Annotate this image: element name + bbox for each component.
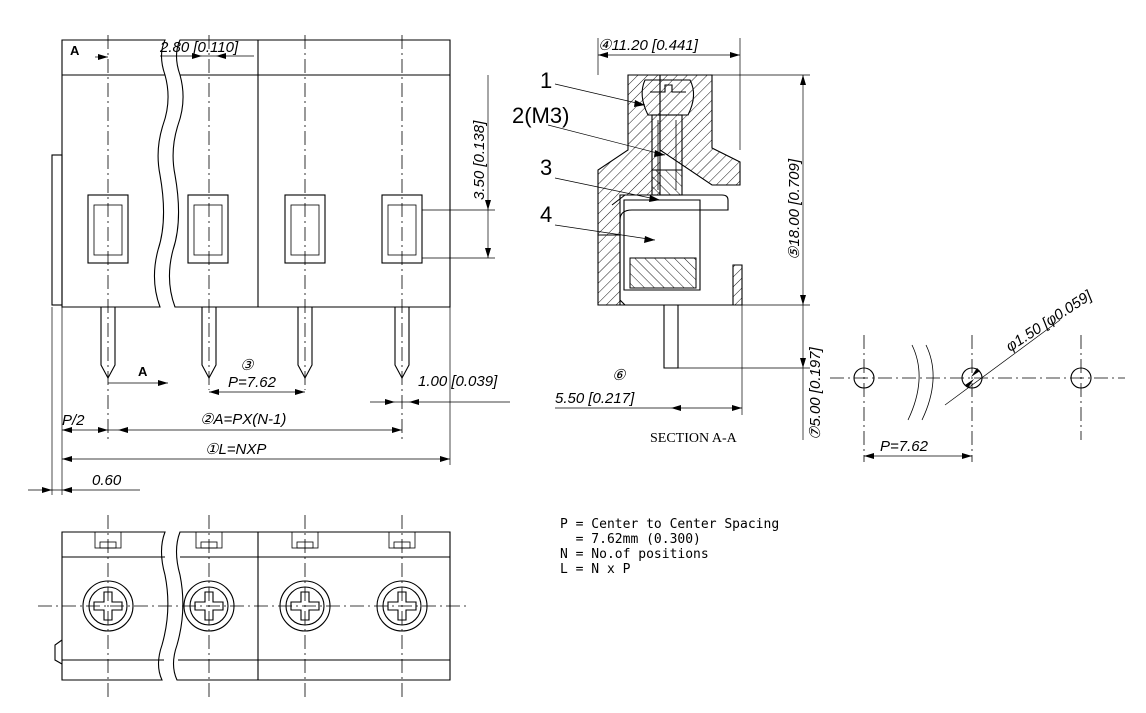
dim-pitch-circle: ③ (240, 357, 255, 374)
dim-height-top: 3.50 [0.138] (471, 120, 488, 200)
note-line-3: N = No.of positions (560, 547, 709, 562)
dim-pin-length: ⑦5.00 [0.197] (807, 346, 824, 440)
front-view: A A 2.80 [0.110] 3.50 [0.138] ③ P=7.62 1… (28, 35, 510, 495)
part-label-2: 2(M3) (512, 103, 569, 128)
dim-a-formula: ②A=PX(N-1) (200, 411, 286, 428)
dim-half-pitch: P/2 (62, 412, 85, 429)
dim-hole-pitch: P=7.62 (880, 438, 929, 455)
dim-pin-thickness: 1.00 [0.039] (418, 373, 498, 390)
dim-hole: φ1.50 [φ0.059] (1003, 287, 1096, 356)
part-label-4: 4 (540, 202, 552, 227)
top-view (38, 515, 468, 700)
dim-offset: 0.60 (92, 472, 122, 489)
notes-block: P = Center to Center Spacing = 7.62mm (0… (560, 517, 779, 577)
dim-six-circle: ⑥ (612, 367, 627, 384)
dim-six: 5.50 [0.217] (555, 390, 635, 407)
section-view: ④11.20 [0.441] 1 2(M3) 3 4 (512, 37, 824, 446)
note-line-1: P = Center to Center Spacing (560, 517, 779, 532)
front-window-2 (187, 194, 229, 264)
section-caption: SECTION A-A (650, 431, 738, 446)
dim-pin-width: 2.80 [0.110] (159, 39, 239, 56)
dim-l-formula: ①L=NXP (205, 441, 266, 458)
note-line-4: L = N x P (560, 562, 631, 577)
note-line-2: = 7.62mm (0.300) (560, 532, 701, 547)
dim-pitch: P=7.62 (228, 374, 277, 391)
section-a-bottom-label: A (138, 364, 148, 379)
dim-height: ⑤18.00 [0.709] (786, 158, 803, 260)
dim-width: ④11.20 [0.441] (598, 37, 699, 54)
part-label-3: 3 (540, 155, 552, 180)
pcb-hole-layout: P=7.62 φ1.50 [φ0.059] (830, 287, 1125, 462)
part-label-1: 1 (540, 68, 552, 93)
section-a-top-label: A (70, 43, 80, 58)
